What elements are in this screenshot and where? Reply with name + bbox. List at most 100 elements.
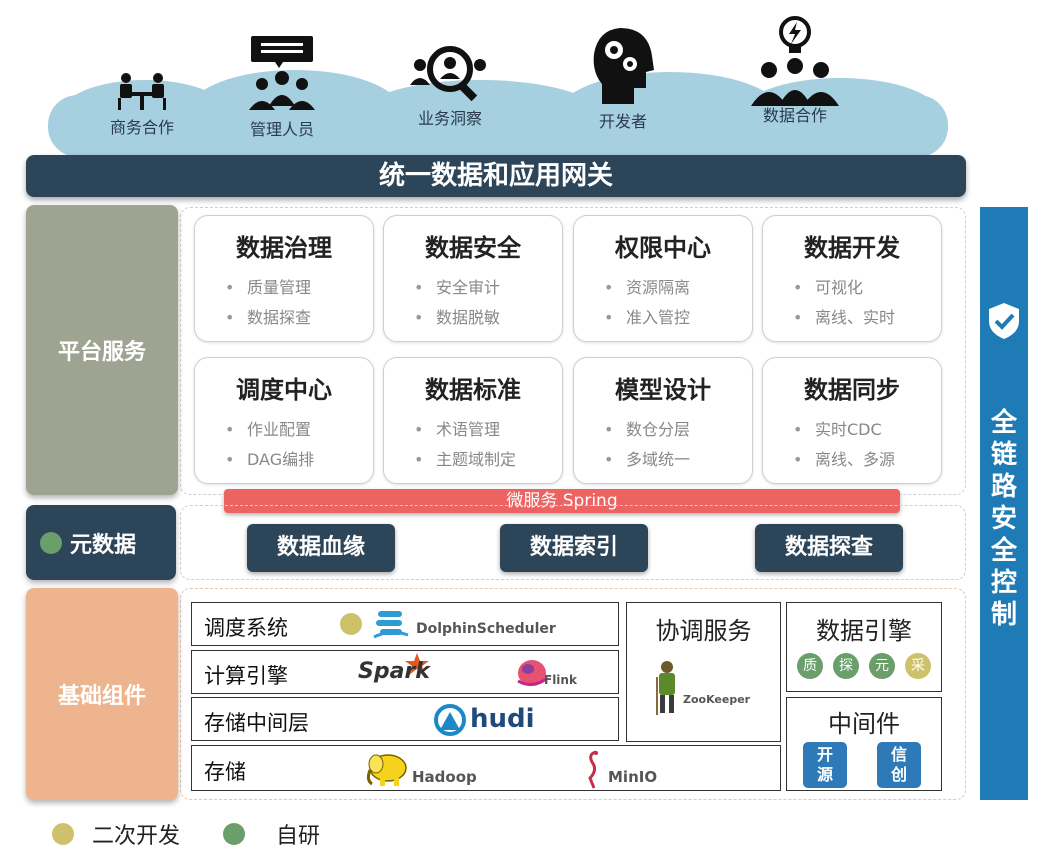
dolphinscheduler-icon [373,611,409,639]
service-card[interactable]: 调度中心•作业配置•DAG编排 [194,357,374,484]
insight-icon [410,46,486,102]
dolphinscheduler-brand: DolphinScheduler [416,621,556,637]
shield-check-icon [989,303,1019,339]
bullet: • [793,308,803,327]
self-developed-dot [40,531,62,554]
service-card-item: • 资源隔离 [604,274,690,298]
service-card-title: 调度中心 [236,376,332,404]
service-card-item: •数据脱敏 [414,304,500,328]
persona-label: 管理人员 [249,120,314,139]
service-card-item: •安全审计 [414,274,500,298]
service-card[interactable]: 数据开发•可视化•离线、实时 [762,215,942,342]
legend-green-dot [223,823,245,845]
minio-flamingo-icon [588,750,598,789]
explore-button[interactable]: 数据探查 [755,524,903,572]
index-button[interactable]: 数据索引 [500,524,648,572]
item-text: 资源隔离 [626,278,691,297]
foundation-label: 基础组件 [26,588,178,800]
service-card-item: •数据探查 [225,304,311,328]
persona-insight: 业务洞察 [385,45,515,129]
service-card-item: • 离线、多源 [793,446,895,470]
service-card-title: 数据安全 [425,234,521,262]
row-label: 存储 [204,760,246,784]
hudi-icon [434,704,466,736]
persona-label: 开发者 [598,112,647,131]
metadata-label-text: 元数据 [70,532,137,558]
spark-star-icon [405,653,429,675]
persona-label: 数据合作 [762,106,827,125]
zookeeper-icon [656,661,675,715]
service-card[interactable]: 数据安全•安全审计•数据脱敏 [383,215,563,342]
bullet: • [414,278,424,297]
lineage-button[interactable]: 数据血缘 [247,524,395,572]
zookeeper-brand: ZooKeeper [683,693,751,706]
bullet: • [604,308,614,327]
item-text: 准入管控 [626,308,691,327]
bullet: • [793,278,803,297]
item-text: 主题域制定 [436,450,517,469]
service-card[interactable]: 模型设计•数仓分层•多域统一 [573,357,753,484]
service-card[interactable]: 数据同步•实时CDC•离线、多源 [762,357,942,484]
platform-label: 平台服务 [26,205,178,495]
secondary-dev-dot [340,613,362,635]
xinchuang-tag: 信创 [877,742,921,788]
security-bar-label: 全链路安全控制 [990,408,1017,630]
microservice-bar: 微服务 Spring [224,489,900,513]
security-bar-text: 全链路安全控制 [980,407,1028,631]
bullet: • [604,450,614,469]
bullet: • [225,450,235,469]
service-card-item: •术语管理 [414,416,500,440]
persona-label: 业务洞察 [417,109,482,128]
item-text: 数据脱敏 [436,308,501,327]
service-card-item: • 准入管控 [604,304,690,328]
service-card[interactable]: 数据标准•术语管理•主题域制定 [383,357,563,484]
legend-secondary-dev: 二次开发 [92,824,181,849]
engine-chip: 探 [833,653,859,679]
item-text: 离线、实时 [815,308,896,327]
team-idea-icon [751,16,839,106]
service-card-title: 模型设计 [615,376,711,404]
engine-title: 数据引擎 [816,617,912,645]
middleware-title: 中间件 [828,710,900,738]
item-text: 质量管理 [247,278,312,297]
engine-box: 数据引擎 质 探 元 采 [786,602,942,692]
row-label: 计算引擎 [204,664,288,688]
coordination-title: 协调服务 [655,617,752,645]
service-card-item: •质量管理 [225,274,311,298]
service-card-title: 数据治理 [236,234,332,262]
service-card-item: •实时CDC [793,416,882,440]
service-card-item: • 可视化 [793,274,863,298]
developer-icon [593,28,654,104]
spark-brand: Spark [358,659,430,684]
storage-middle-row: 存储中间层 hudi [191,697,619,741]
compute-row: 计算引擎 Spark Flink [191,650,619,694]
storage-row: 存储 Hadoop MinIO [191,745,781,791]
metadata-frame [180,505,966,580]
engine-chip: 质 [797,653,823,679]
hadoop-brand: Hadoop [412,768,477,786]
managers-icon [249,36,315,110]
metadata-label: 元数据 [26,505,176,580]
gateway-bar: 统一数据和应用网关 [26,155,966,197]
persona-label: 商务合作 [109,118,174,137]
persona-managers: 管理人员 [217,34,347,140]
security-bar: 全链路安全控制 [980,207,1028,800]
bullet: • [414,450,424,469]
flink-icon [517,660,547,686]
item-text: 可视化 [815,278,864,297]
item-text: 数据探查 [247,308,312,327]
engine-chip: 采 [905,653,931,679]
foundation-frame [180,588,966,800]
service-card[interactable]: 数据治理 •质量管理 •数据探查 [194,215,374,342]
persona-data-coop: 数据合作 [730,14,860,126]
service-card-item: •多域统一 [604,446,690,470]
bullet: • [604,278,614,297]
bullet: • [793,450,803,469]
service-card-item: •作业配置 [225,416,311,440]
item-text: 离线、多源 [815,450,896,469]
engine-chip: 元 [869,653,895,679]
flink-brand: Flink [544,673,577,687]
scheduler-row: 调度系统 DolphinScheduler [191,602,619,646]
item-text: 术语管理 [436,420,501,439]
service-card[interactable]: 权限中心•资源隔离•准入管控 [573,215,753,342]
